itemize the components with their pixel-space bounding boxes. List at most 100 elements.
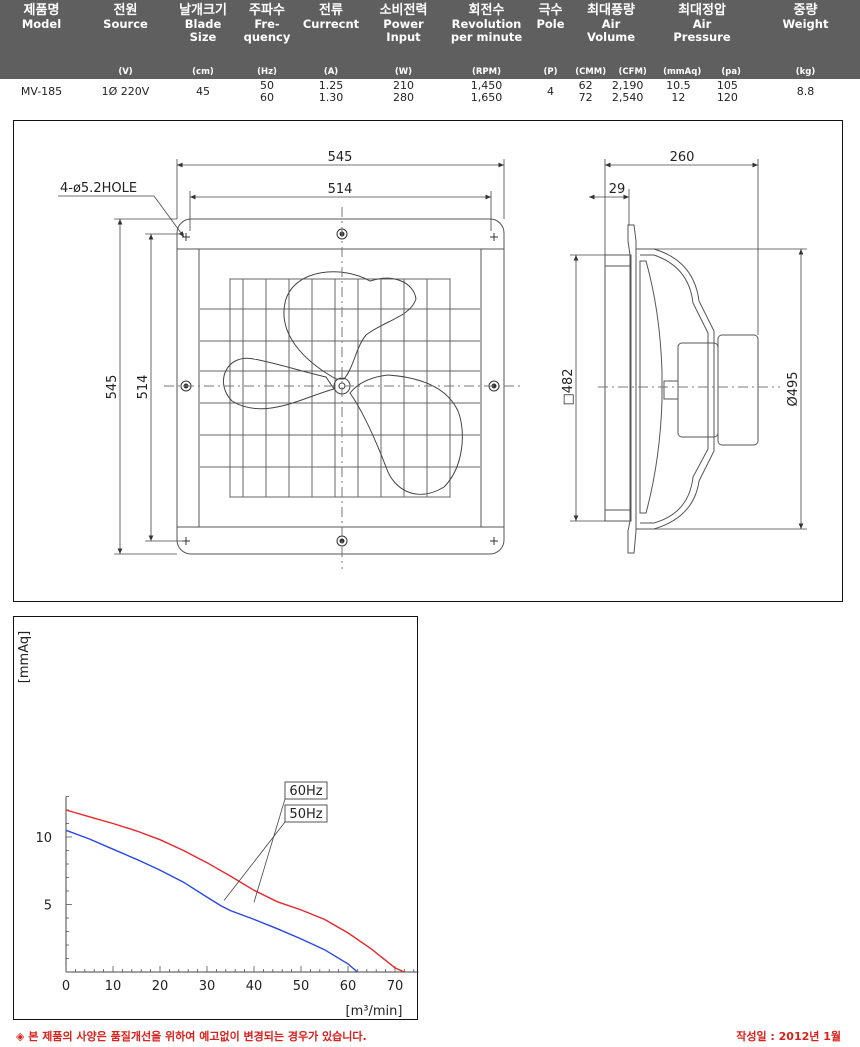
header-ko-label: 회전수	[468, 3, 505, 18]
header-ko-label: 최대풍량	[587, 3, 635, 18]
value-power-60: 280	[393, 90, 414, 104]
value-cmm-60: 72	[578, 90, 593, 104]
legend-box-1	[284, 804, 328, 823]
legend-label: 50Hz	[289, 807, 322, 822]
value-pa-60: 120	[716, 90, 738, 104]
footer-date: 작성일 : 2012년 1월	[736, 1030, 841, 1043]
header-en-label: Fre- quency	[243, 17, 291, 44]
dim-front-height-outer: 545	[105, 375, 120, 400]
dim-side-diameter: Ø495	[786, 371, 801, 406]
side-dimensions	[570, 159, 807, 530]
y-tick-label: 10	[35, 831, 52, 846]
y-tick-label: 5	[44, 899, 52, 914]
header-blade-size: 날개크기 Blade Size (cm)	[168, 0, 238, 79]
cell-source: 1Ø 220V	[101, 84, 150, 98]
y-axis-label: [mmAq]	[17, 631, 32, 683]
header-unit: (RPM)	[471, 67, 501, 77]
header-source: 전원 Source (V)	[83, 0, 168, 79]
spec-header-row: 제품명 Model 전원 Source (V) 날개크기 Blade Size …	[0, 0, 860, 79]
header-en-label: Weight	[782, 17, 829, 31]
header-unit: (mmAq) (pa)	[653, 67, 751, 77]
header-ko-label: 전원	[113, 3, 138, 18]
value-rpm-50: 1,450	[470, 79, 503, 92]
value-cfm-50: 2,190	[611, 79, 644, 92]
value-mmaq-60: 12	[671, 90, 686, 104]
cell-rpm: 1,450 1,650	[441, 79, 532, 103]
header-unit-cfm: (CFM)	[618, 67, 647, 77]
header-power-input: 소비전력 Power Input (W)	[366, 0, 441, 79]
header-unit: (CMM) (CFM)	[569, 67, 653, 77]
header-en-label: Air Volume	[586, 17, 636, 44]
header-revolution: 회전수 Revolution per minute (RPM)	[441, 0, 532, 79]
front-grille	[200, 278, 480, 498]
legend-label: 60Hz	[289, 784, 322, 799]
side-motor	[677, 342, 719, 438]
header-frequency: 주파수 Fre- quency (Hz)	[238, 0, 296, 79]
cell-weight: 8.8	[796, 84, 815, 98]
cell-model: MV-185	[20, 84, 63, 98]
header-unit-pa: (pa)	[721, 67, 741, 77]
cell-air-pressure: 10.5 12 105 120	[653, 79, 751, 103]
front-view	[164, 207, 524, 569]
legend-leader-1	[223, 821, 286, 901]
cell-frequency: 50 60	[238, 79, 296, 103]
header-unit-mmaq: (mmAq)	[663, 67, 702, 77]
header-unit: (kg)	[795, 67, 816, 77]
cell-air-volume: 62 72 2,190 2,540	[569, 79, 653, 103]
drawing-svg: 545 514 545 514 4-ø5.2HOLE	[58, 150, 807, 569]
dim-side-depth: 260	[670, 150, 695, 165]
header-pole: 극수 Pole (P)	[532, 0, 569, 79]
header-unit: (cm)	[192, 67, 214, 77]
chart-axes	[65, 796, 419, 973]
header-unit: (Hz)	[257, 67, 277, 77]
value-current-60: 1.30	[318, 90, 344, 104]
legend-leader-0	[253, 798, 286, 903]
value-cfm-60: 2,540	[611, 90, 644, 104]
x-tick-label: 70	[387, 979, 404, 994]
series-line-60hz	[65, 809, 405, 973]
footer-note: ◈ 본 제품의 사양은 품질개선을 위하여 예고없이 변경되는 경우가 있습니다…	[16, 1030, 367, 1043]
header-unit-cmm: (CMM)	[575, 67, 607, 77]
header-ko-label: 극수	[538, 3, 563, 18]
value-60hz: 60	[260, 90, 274, 104]
side-guard	[636, 248, 715, 530]
header-en-label: Revolution per minute	[450, 17, 523, 44]
value-cmm-50: 62	[578, 79, 593, 92]
x-tick-label: 0	[62, 979, 70, 994]
value-pa-50: 105	[716, 79, 738, 92]
x-tick-label: 10	[105, 979, 122, 994]
spec-table: 제품명 Model 전원 Source (V) 날개크기 Blade Size …	[0, 0, 860, 103]
header-unit: (V)	[118, 67, 133, 77]
header-ko-label: 전류	[319, 3, 343, 18]
value-50hz: 50	[260, 79, 274, 92]
header-ko-label: 날개크기	[179, 3, 227, 18]
cell-pole: 4	[547, 84, 554, 98]
cell-power: 210 280	[366, 79, 441, 103]
dim-front-width-inner: 514	[328, 182, 353, 197]
header-ko-label: 주파수	[249, 3, 285, 18]
x-axis-label: [m³/min]	[346, 1004, 403, 1019]
front-dimensions	[58, 159, 505, 555]
spec-data-row: MV-185 1Ø 220V 45 50 60 1.25 1.30 210 28…	[0, 79, 860, 103]
header-air-pressure: 최대정압 Air Pressure (mmAq) (pa)	[653, 0, 751, 79]
x-tick-label: 50	[293, 979, 310, 994]
header-en-label: Pole	[536, 17, 565, 31]
value-power-50: 210	[393, 79, 414, 92]
header-air-volume: 최대풍량 Air Volume (CMM) (CFM)	[569, 0, 653, 79]
dim-front-height-inner: 514	[136, 375, 151, 400]
legend-group: 60Hz 50Hz	[223, 781, 328, 903]
dim-side-square: □482	[561, 368, 576, 405]
header-unit: (P)	[543, 67, 558, 77]
header-en-label: Currecnt	[302, 17, 360, 31]
x-tick-label: 60	[340, 979, 357, 994]
dim-front-width-outer: 545	[328, 150, 353, 165]
header-en-label: Blade Size	[184, 17, 222, 44]
header-en-label: Power Input	[383, 17, 424, 44]
x-tick-label: 20	[152, 979, 169, 994]
dim-hole-label: 4-ø5.2HOLE	[60, 181, 137, 196]
value-rpm-60: 1,650	[470, 90, 503, 104]
side-view	[598, 224, 780, 554]
